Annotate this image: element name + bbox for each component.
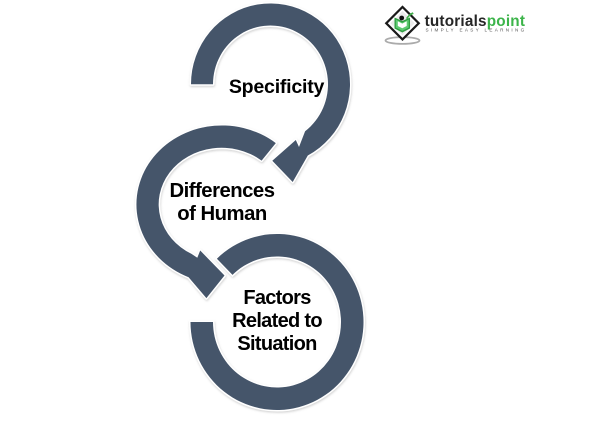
svg-text:SIMPLY EASY LEARNING: SIMPLY EASY LEARNING bbox=[426, 28, 527, 33]
svg-text:tutorialspoint: tutorialspoint bbox=[425, 13, 526, 30]
